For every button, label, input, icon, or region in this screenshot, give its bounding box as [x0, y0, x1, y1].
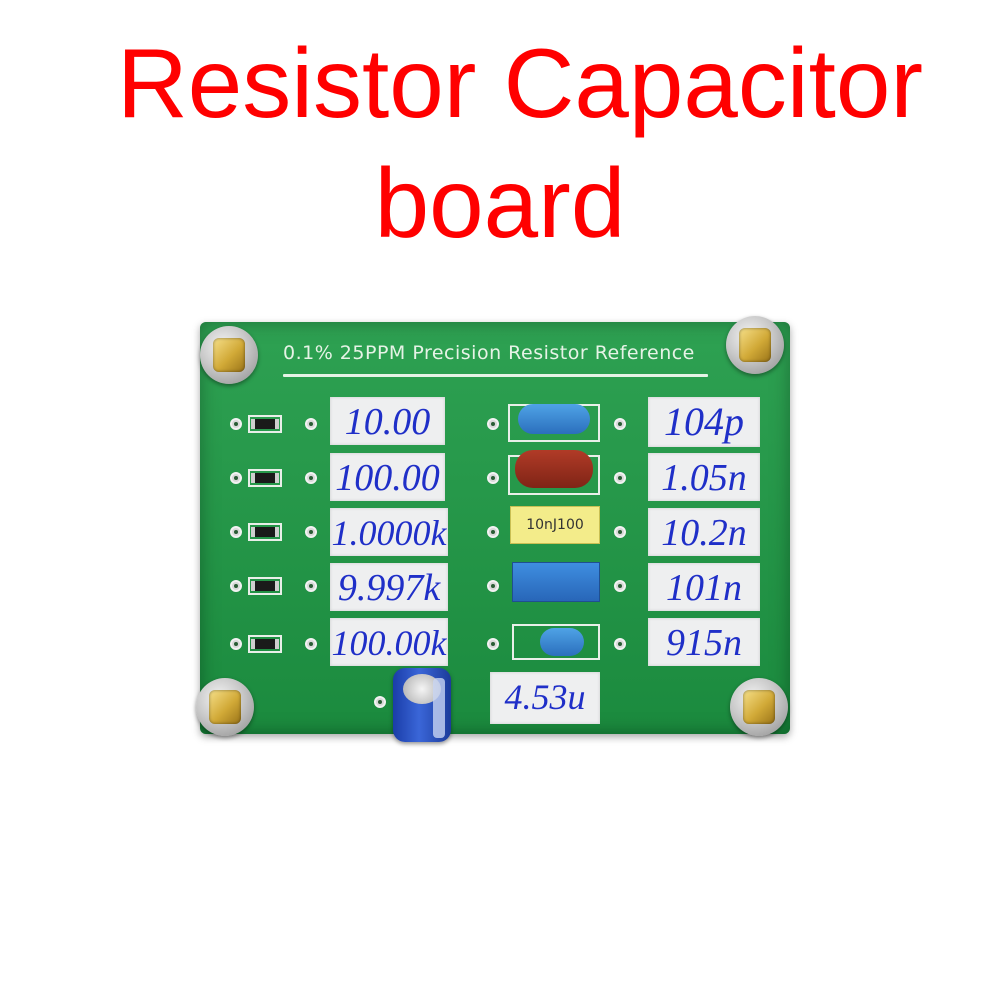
smd-resistor-icon — [248, 635, 282, 653]
test-pad — [487, 526, 499, 538]
resistor-label-1: 10.00 — [330, 397, 445, 445]
resistor-label-3: 1.0000k — [330, 508, 448, 556]
test-pad — [305, 638, 317, 650]
test-pad — [305, 472, 317, 484]
electrolytic-capacitor-icon — [393, 668, 451, 742]
test-pad — [487, 580, 499, 592]
test-pad — [374, 696, 386, 708]
resistor-label-5: 100.00k — [330, 618, 448, 666]
silkscreen-underline — [283, 374, 708, 377]
heading-line-2: board — [374, 148, 626, 258]
brass-nut-icon — [739, 328, 771, 362]
standoff-bottom-right — [730, 678, 788, 736]
silkscreen-title: 0.1% 25PPM Precision Resistor Reference — [283, 342, 695, 364]
standoff-top-right — [726, 316, 784, 374]
test-pad — [305, 418, 317, 430]
smd-resistor-icon — [248, 469, 282, 487]
ceramic-capacitor-icon — [518, 404, 590, 434]
capacitor-label-5: 915n — [648, 618, 760, 666]
test-pad — [614, 526, 626, 538]
electrolytic-label: 4.53u — [490, 672, 600, 724]
box-capacitor-icon — [512, 562, 600, 602]
test-pad — [487, 638, 499, 650]
capacitor-label-4: 101n — [648, 563, 760, 611]
resistor-label-2: 100.00 — [330, 453, 445, 501]
brass-nut-icon — [743, 690, 775, 724]
test-pad — [230, 638, 242, 650]
test-pad — [230, 418, 242, 430]
brass-nut-icon — [209, 690, 241, 724]
ceramic-capacitor-icon — [515, 450, 593, 488]
test-pad — [614, 638, 626, 650]
test-pad — [487, 418, 499, 430]
brass-nut-icon — [213, 338, 245, 372]
ceramic-capacitor-icon — [540, 628, 584, 656]
test-pad — [230, 472, 242, 484]
test-pad — [487, 472, 499, 484]
smd-resistor-icon — [248, 523, 282, 541]
test-pad — [614, 472, 626, 484]
smd-resistor-icon — [248, 577, 282, 595]
test-pad — [614, 580, 626, 592]
heading-line-1: Resistor Capacitor — [116, 28, 924, 138]
resistor-label-4: 9.997k — [330, 563, 448, 611]
test-pad — [230, 580, 242, 592]
test-pad — [305, 580, 317, 592]
film-capacitor: 10nJ100 — [510, 506, 600, 544]
capacitor-outline — [512, 624, 600, 660]
capacitor-label-2: 1.05n — [648, 453, 760, 501]
test-pad — [230, 526, 242, 538]
smd-resistor-icon — [248, 415, 282, 433]
capacitor-label-3: 10.2n — [648, 508, 760, 556]
capacitor-label-1: 104p — [648, 397, 760, 447]
standoff-bottom-left — [196, 678, 254, 736]
test-pad — [305, 526, 317, 538]
standoff-top-left — [200, 326, 258, 384]
test-pad — [614, 418, 626, 430]
